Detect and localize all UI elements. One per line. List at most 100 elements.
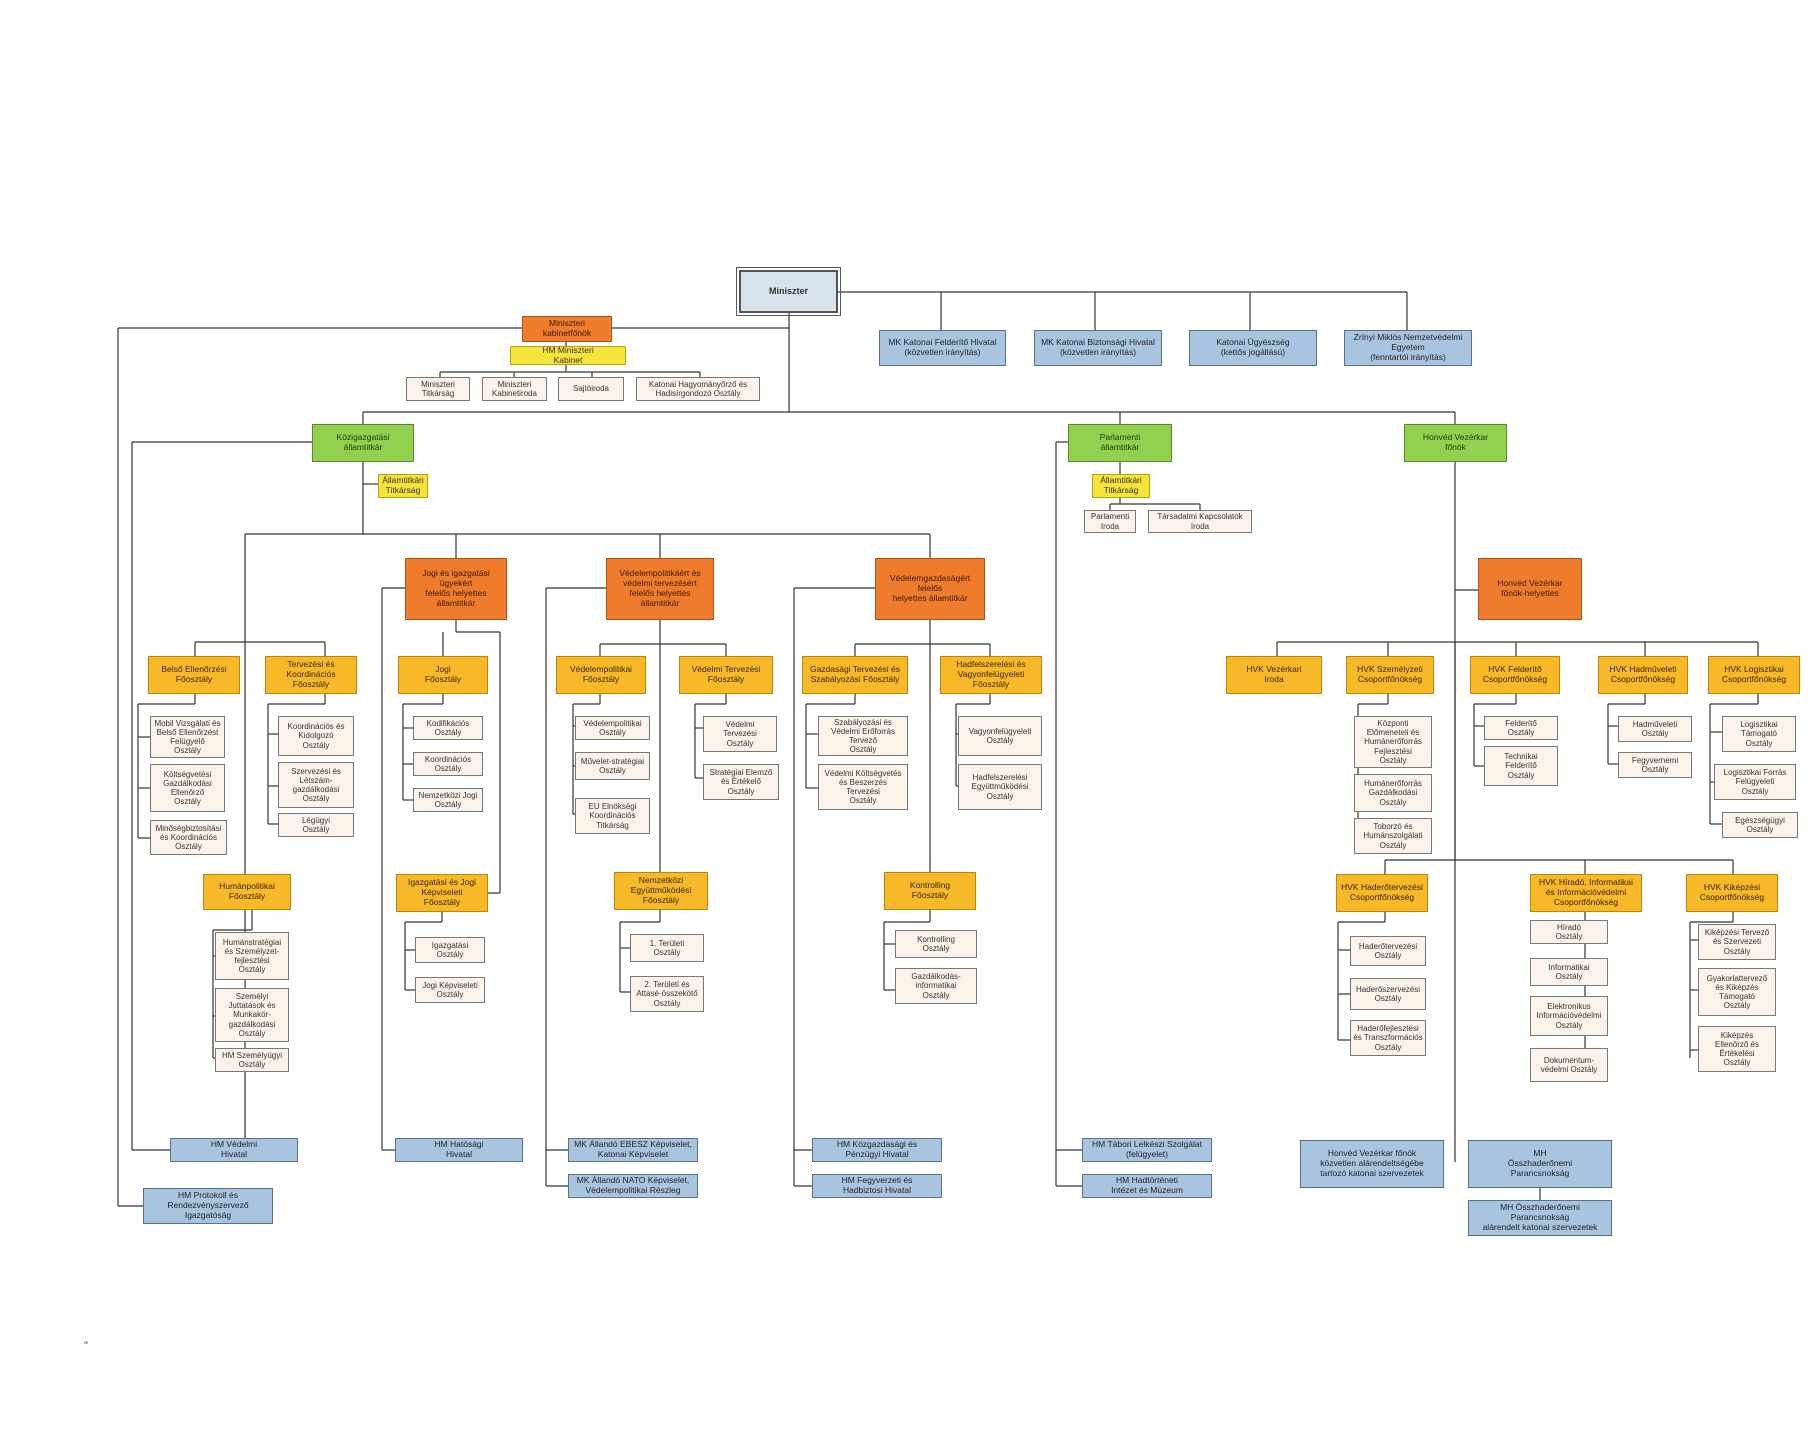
kabinetiroda-box: Miniszteri Kabinetiroda (482, 377, 547, 401)
muveleti-strat-box: Művelet-stratégiai Osztály (575, 752, 650, 780)
zrinyi-box: Zrínyi Miklós Nemzetvédelmi Egyetem (fen… (1344, 330, 1472, 366)
igazgatasi-fo-box: Igazgatási és Jogi Képviseleti Főosztály (396, 874, 488, 912)
informatikai-o-box: Informatikai Osztály (1530, 958, 1608, 986)
vedpol-o-box: Védelempolitikai Osztály (575, 716, 650, 740)
hm-protokoll-box: HM Protokoll és Rendezvényszervező Igazg… (143, 1188, 273, 1224)
hvk-felderito-box: HVK Felderítő Csoportfőnökség (1470, 656, 1560, 694)
igazgatasi-o-box: Igazgatási Osztály (415, 937, 485, 963)
tervezesi-koord-box: Tervezési és Koordinációs Főosztály (265, 656, 357, 694)
strategiai-elemzo-box: Stratégiai Elemző és Értékelő Osztály (703, 764, 779, 800)
titkarsag-box: Miniszteri Titkárság (406, 377, 470, 401)
gyakorlattervezo-box: Gyakorlattervező és Kiképzés Támogató Os… (1698, 968, 1776, 1016)
hvk-logisztikai-box: HVK Logisztikai Csoportfőnökség (1708, 656, 1800, 694)
hagyomanyorzo-box: Katonai Hagyományőrző és Hadisírgondozó … (636, 377, 760, 401)
hadfelszerelesi-fo-box: Hadfelszerelési és Vagyonfelügyeleti Főo… (940, 656, 1042, 694)
kontrolling-o-box: Kontrolling Osztály (895, 930, 977, 958)
jogi-fo-box: Jogi Főosztály (398, 656, 488, 694)
szemelyi-juttatasok-box: Személyi Juttatások és Munkakör- gazdálk… (215, 988, 289, 1042)
minoseg-box: Minőségbiztosítási és Koordinációs Osztá… (150, 820, 227, 855)
hadmuveleti-o-box: Hadműveleti Osztály (1618, 716, 1692, 742)
hm-vedelmi-hivatal-box: HM Védelmi Hivatal (170, 1138, 298, 1162)
allamtitkari-titkarsag-1-box: Államtitkári Titkárság (378, 474, 428, 498)
haderotervezesi-o-box: Haderőtervezési Osztály (1350, 936, 1426, 966)
felderito-hivatal-box: MK Katonai Felderítő Hivatal (közvetlen … (879, 330, 1006, 366)
vedgazd-hat-box: Védelemgazdaságért felelős helyettes áll… (875, 558, 985, 620)
kabinetfonok-box: Miniszteri kabinetfőnök (522, 316, 612, 342)
belso-ell-box: Belső Ellenőrzési Főosztály (148, 656, 240, 694)
mh-alarendelt-box: MH Összhaderőnemi Parancsnokság alárende… (1468, 1200, 1612, 1236)
hm-kabinet-box: HM Miniszteri Kabinet (510, 346, 626, 365)
vedelmi-tervezesi-o-box: Védelmi Tervezési Osztály (703, 716, 777, 752)
eu-elnoksegi-box: EU Elnökségi Koordinációs Titkárság (575, 798, 650, 834)
hm-hatosagi-box: HM Hatósági Hivatal (395, 1138, 523, 1162)
kikepzes-ellenorzo-box: Kiképzés Ellenőrző és Értékelési Osztály (1698, 1026, 1776, 1072)
hadfelszerelesi-egy-box: Hadfelszerelési Együttműködési Osztály (958, 764, 1042, 810)
log-tamogato-box: Logisztikai Támogató Osztály (1722, 716, 1796, 752)
tarsadalmi-iroda-box: Társadalmi Kapcsolatok Iroda (1148, 510, 1252, 533)
teruleti-1-box: 1. Területi Osztály (630, 934, 704, 962)
kozgazdasagi-box: HM Közgazdasági és Pénzügyi Hivatal (812, 1138, 942, 1162)
nemzetkozi-jogi-box: Nemzetközi Jogi Osztály (413, 788, 483, 812)
nemzetkozi-egy-box: Nemzetközi Együttműködési Főosztály (614, 872, 708, 910)
kozigazgatasi-allamtitkar-box: Közigazgatási államtitkár (312, 424, 414, 462)
humaneroforras-gazd-box: Humánerőforrás Gazdálkodási Osztály (1354, 774, 1432, 812)
hvk-kikepzesi-box: HVK Kiképzési Csoportfőnökség (1686, 874, 1778, 912)
vedpol-hat-box: Védelempolitikáért és védelmi tervezésér… (606, 558, 714, 620)
jogi-hat-box: Jogi és igazgatási ügyekért felelős hely… (405, 558, 507, 620)
koltsegvetesi-ell-box: Költségvetési Gazdálkodási Ellenőrző Osz… (150, 764, 225, 812)
toborzo-box: Toborzó és Humánszolgálati Osztály (1354, 818, 1432, 854)
legugyi-box: Légügyi Osztály (278, 813, 354, 837)
hvk-hirado-box: HVK Híradó, Informatikai és Információvé… (1530, 874, 1642, 912)
hvk-hadmuveleti-box: HVK Hadműveleti Csoportfőnökség (1598, 656, 1688, 694)
nato-box: MK Állandó NATO Képviselet, Védelempolit… (568, 1174, 698, 1198)
hvk-haderotervezesi-box: HVK Haderőtervezési Csoportfőnökség (1336, 874, 1428, 912)
parlamenti-iroda-box: Parlamenti Iroda (1084, 510, 1136, 533)
gazd-tervezesi-box: Gazdasági Tervezési és Szabályozási Főos… (802, 656, 908, 694)
biztonsagi-hivatal-box: MK Katonai Biztonsági Hivatal (közvetlen… (1034, 330, 1162, 366)
vedelmi-tervezesi-fo-box: Védelmi Tervezési Főosztály (679, 656, 773, 694)
tabori-lelkesz-box: HM Tábori Lelkészi Szolgálat (felügyelet… (1082, 1138, 1212, 1162)
kikepzesi-tervezo-box: Kiképzési Tervező és Szervezeti Osztály (1698, 924, 1776, 960)
vedpol-fo-box: Védelempolitikai Főosztály (556, 656, 646, 694)
hirado-o-box: Híradó Osztály (1530, 920, 1608, 944)
minister-box: Miniszter (736, 267, 841, 316)
hvf-kozvetlen-box: Honvéd Vezérkar főnök közvetlen alárende… (1300, 1140, 1444, 1188)
log-forras-box: Logisztikai Forrás Felügyeleti Osztály (1714, 764, 1796, 800)
teruleti-2-box: 2. Területi és Attasé-összekötő Osztály (630, 976, 704, 1012)
hadtorteneti-box: HM Hadtörténeti Intézet és Múzeum (1082, 1174, 1212, 1198)
szervezesi-letszam-box: Szervezési és Létszám- gazdálkodási Oszt… (278, 762, 354, 808)
parlamenti-allamtitkar-box: Parlamenti államtitkár (1068, 424, 1172, 462)
felderito-o-box: Felderítő Osztály (1484, 716, 1558, 740)
fegyverzeti-box: HM Fegyverzeti és Hadbiztosi Hivatal (812, 1174, 942, 1198)
vedelmi-koltsegvetes-box: Védelmi Költségvetés és Beszerzés Tervez… (818, 764, 908, 810)
mobil-vizsg-box: Mobil Vizsgálati és Belső Ellenőrzést Fe… (150, 716, 225, 758)
kozponti-eloment-box: Központi Előmeneteli és Humánerőforrás F… (1354, 716, 1432, 768)
jogi-kepviseleti-box: Jogi Képviseleti Osztály (415, 977, 485, 1003)
allamtitkari-titkarsag-2-box: Államtitkári Titkárság (1092, 474, 1150, 498)
kodifikacios-box: Kodifikációs Osztály (413, 716, 483, 740)
ugyeszseg-box: Katonai Ügyészség (kettős jogállású) (1189, 330, 1317, 366)
hvk-vezerkari-box: HVK Vezérkari Iroda (1226, 656, 1322, 694)
haderoszervezesi-o-box: Haderőszervezési Osztály (1350, 978, 1426, 1010)
hm-szemelyugyi-box: HM Személyügyi Osztály (215, 1048, 289, 1072)
hvf-helyettes-box: Honvéd Vezérkar főnök-helyettes (1478, 558, 1582, 620)
dokumentum-box: Dokumentum- védelmi Osztály (1530, 1048, 1608, 1082)
sajtoiroda-box: Sajtóiroda (558, 377, 624, 401)
vagyonfelugyeleti-box: Vagyonfelügyeleti Osztály (958, 716, 1042, 756)
egeszsegugyi-box: Egészségügyi Osztály (1722, 812, 1798, 838)
koordinacios-box: Koordinációs Osztály (413, 752, 483, 776)
mh-osszhaderonemi-box: MH Összhaderőnemi Parancsnokság (1468, 1140, 1612, 1188)
kontrolling-fo-box: Kontrolling Főosztály (884, 872, 976, 910)
humanpol-box: Humánpolitikai Főosztály (203, 874, 291, 910)
szabalyozasi-box: Szabályozási és Védelmi Erőforrás Tervez… (818, 716, 908, 756)
koord-kidolg-box: Koordinációs és Kidolgozó Osztály (278, 716, 354, 756)
footnote-mark: " (84, 1340, 88, 1352)
elektronikus-box: Elektronikus Információvédelmi Osztály (1530, 996, 1608, 1036)
ebesz-box: MK Állandó EBESZ Képviselet, Katonai Kép… (568, 1138, 698, 1162)
humanstrat-box: Humánstratégiai és Személyzet- fejleszté… (215, 932, 289, 980)
technikai-felderito-box: Technikai Felderítő Osztály (1484, 746, 1558, 786)
gazd-informatikai-box: Gazdálkodás- informatikai Osztály (895, 968, 977, 1004)
hvk-szemelyzeti-box: HVK Személyzeti Csoportfőnökség (1346, 656, 1434, 694)
fegyverneml-box: Fegyvernemi Osztály (1618, 752, 1692, 778)
